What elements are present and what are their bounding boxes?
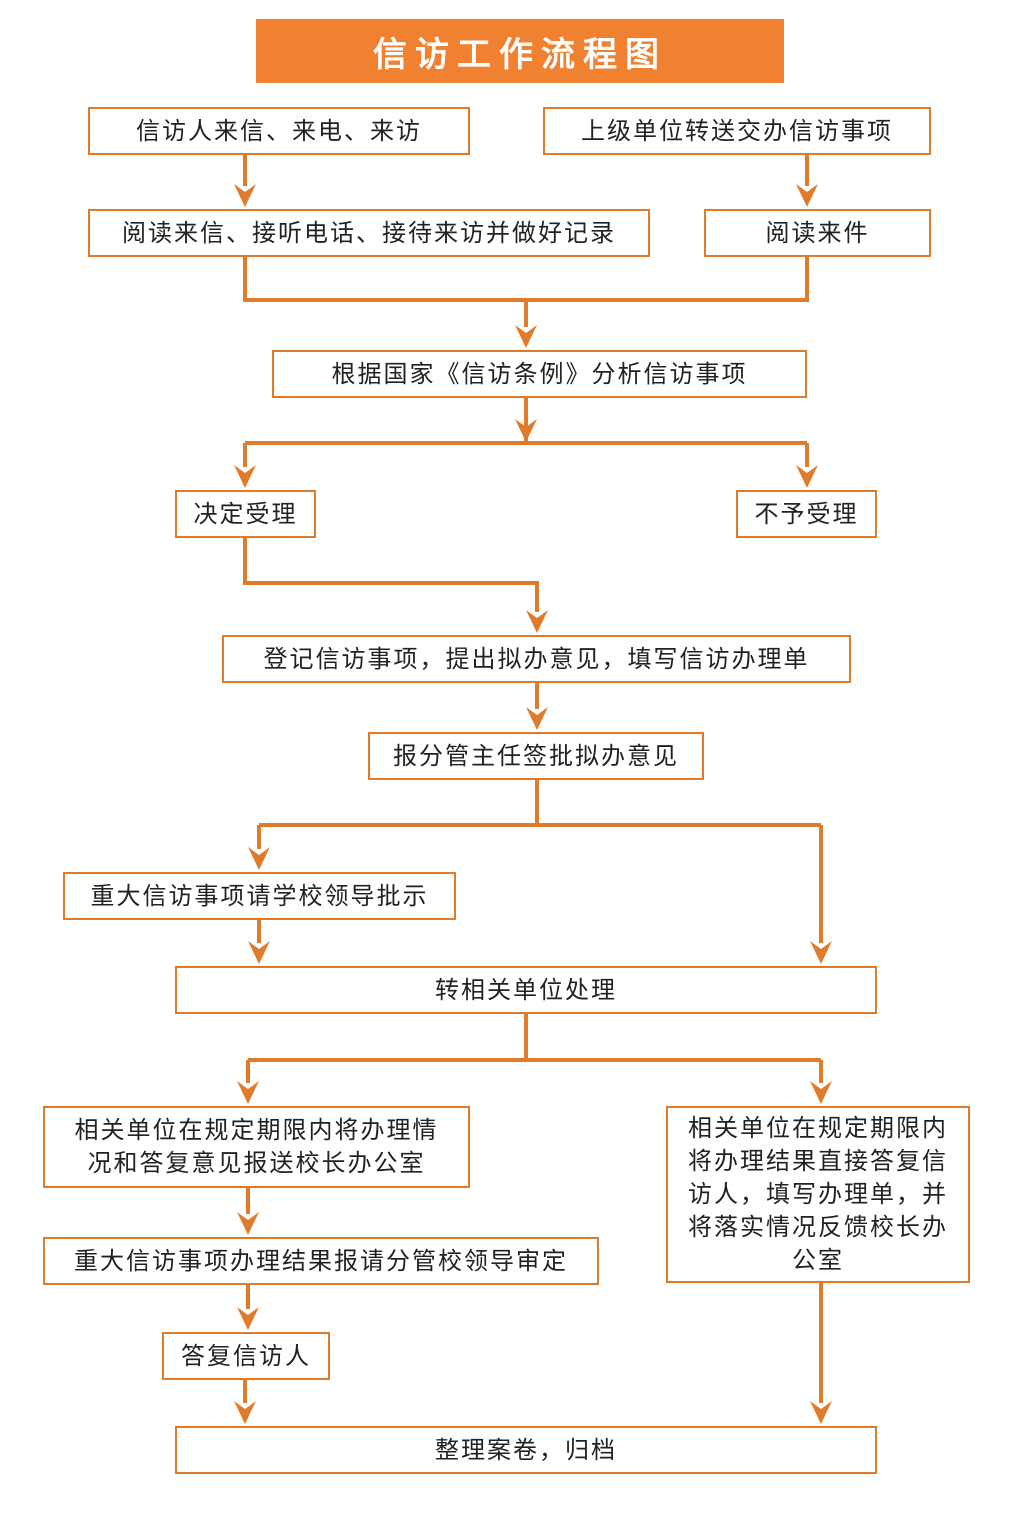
arrowhead	[796, 465, 818, 488]
arrowhead	[515, 325, 537, 348]
arrowhead	[526, 610, 548, 633]
arrowhead	[234, 1401, 256, 1424]
step-incoming-public: 信访人来信、来电、来访	[88, 107, 470, 155]
step-approval: 报分管主任签批拟办意见	[368, 732, 704, 780]
arrowhead	[810, 1081, 832, 1104]
arrowhead	[515, 419, 537, 442]
step-major-instruction: 重大信访事项请学校领导批示	[63, 872, 456, 920]
arrowhead	[234, 465, 256, 488]
step-register: 登记信访事项，提出拟办意见，填写信访办理单	[222, 635, 851, 683]
step-direct-reply: 相关单位在规定期限内将办理结果直接答复信访人，填写办理单，并将落实情况反馈校长办…	[666, 1106, 970, 1283]
step-transfer: 转相关单位处理	[175, 966, 877, 1014]
arrowhead	[248, 847, 270, 870]
step-incoming-superior: 上级单位转送交办信访事项	[543, 107, 931, 155]
step-analyze: 根据国家《信访条例》分析信访事项	[272, 350, 807, 398]
arrowhead	[237, 1081, 259, 1104]
arrowhead	[237, 1212, 259, 1235]
arrowhead	[237, 1307, 259, 1330]
arrowhead	[248, 941, 270, 964]
step-archive: 整理案卷，归档	[175, 1426, 877, 1474]
arrowhead	[234, 184, 256, 207]
step-read-documents: 阅读来件	[704, 209, 931, 257]
step-accept: 决定受理	[175, 490, 316, 538]
step-reply-petitioner: 答复信访人	[162, 1332, 330, 1380]
step-report-office: 相关单位在规定期限内将办理情况和答复意见报送校长办公室	[43, 1106, 470, 1188]
arrowhead	[810, 941, 832, 964]
step-reject: 不予受理	[736, 490, 877, 538]
arrowhead	[796, 184, 818, 207]
arrowhead	[810, 1401, 832, 1424]
chart-title: 信访工作流程图	[256, 19, 784, 83]
connector-line	[243, 538, 539, 612]
arrowhead	[526, 707, 548, 730]
step-read-record: 阅读来信、接听电话、接待来访并做好记录	[88, 209, 650, 257]
connector-line	[243, 257, 809, 302]
step-major-review: 重大信访事项办理结果报请分管校领导审定	[43, 1237, 599, 1285]
